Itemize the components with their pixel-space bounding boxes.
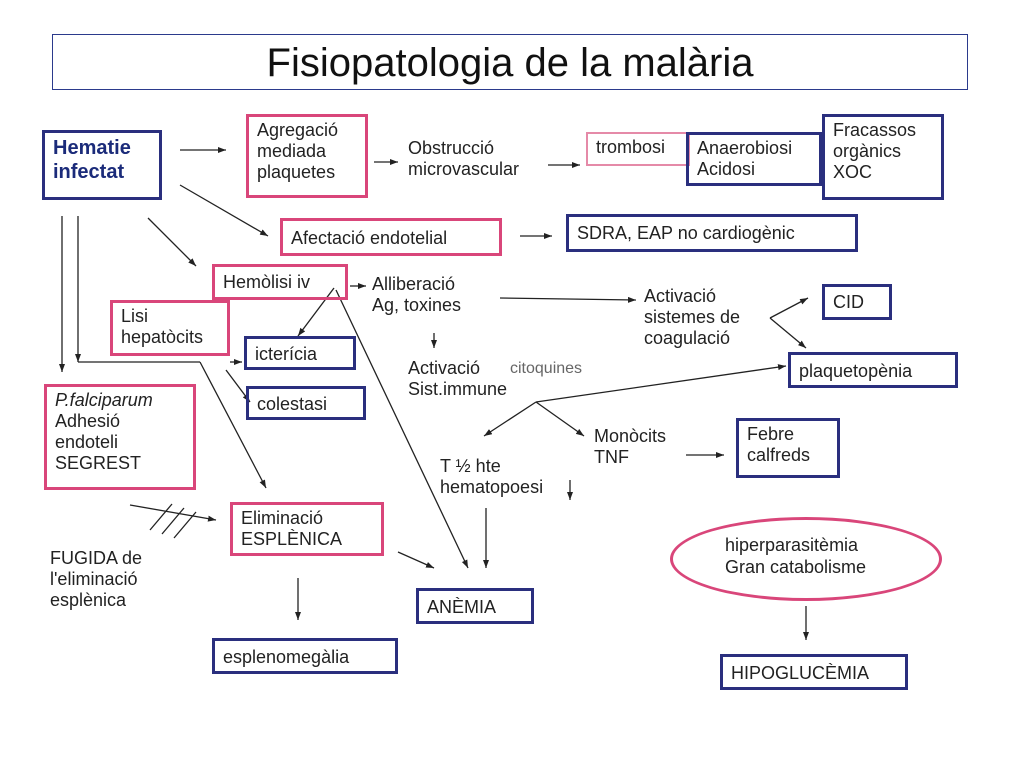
ictericia-node: icterícia (244, 336, 356, 370)
anemia-node: ANÈMIA (416, 588, 534, 624)
node-label: infectat (53, 161, 125, 183)
page-title: Fisiopatologia de la malària (52, 34, 968, 90)
arrow (769, 297, 809, 319)
trombosi-node: trombosi (586, 132, 690, 166)
arrow (179, 184, 269, 237)
citoquines-label: citoquines (510, 360, 583, 377)
hemolisi-node: Hemòlisi iv (212, 264, 348, 300)
arrow (335, 289, 469, 569)
hipoglucemia-node: HIPOGLUCÈMIA (720, 654, 908, 690)
plaquetopenia-node: plaquetopènia (788, 352, 958, 388)
arrow (535, 401, 585, 437)
esplenomegalia-node: esplenomegàlia (212, 638, 398, 674)
arrow (499, 296, 637, 303)
arrow (535, 364, 787, 403)
sdra-node: SDRA, EAP no cardiogènic (566, 214, 858, 252)
colestasi-node: colestasi (246, 386, 366, 420)
arrow (483, 401, 537, 437)
arrow (199, 361, 267, 489)
arrow (297, 287, 335, 337)
cid-node: CID (822, 284, 892, 320)
arrow (397, 551, 435, 569)
arrow (147, 217, 197, 267)
arrow (129, 504, 217, 522)
arrow (769, 317, 807, 349)
node-label: Hematie (53, 137, 131, 159)
afectacio-node: Afectació endotelial (280, 218, 502, 256)
